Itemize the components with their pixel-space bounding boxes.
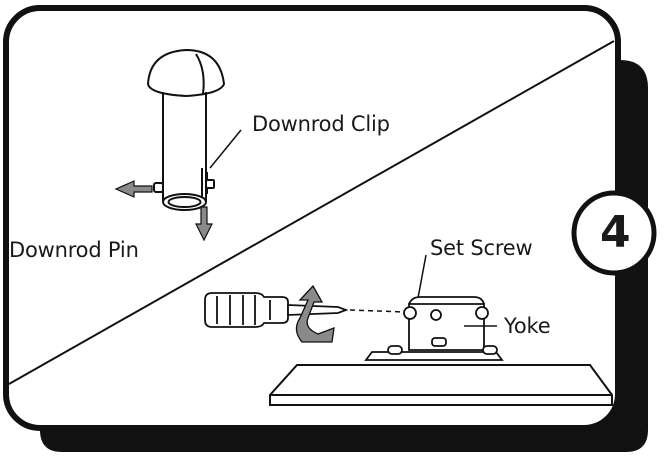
yoke-label: Yoke bbox=[504, 316, 550, 337]
downrod-pin-label: Downrod Pin bbox=[9, 240, 139, 261]
downrod-clip-label: Downrod Clip bbox=[252, 114, 390, 135]
step-number: 4 bbox=[600, 211, 631, 255]
set-screw-label: Set Screw bbox=[430, 238, 533, 259]
motor-housing bbox=[270, 365, 612, 405]
